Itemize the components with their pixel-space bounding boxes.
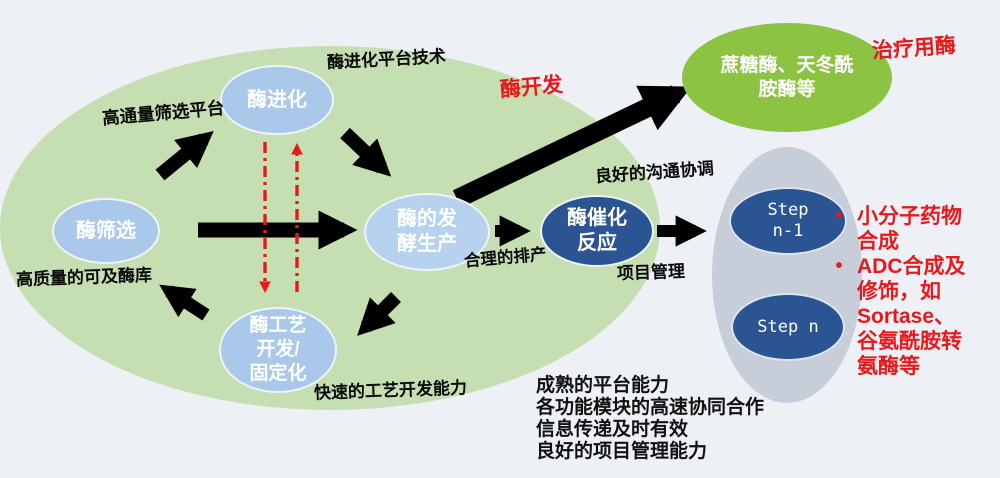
node-label: 酶筛选 xyxy=(76,219,136,242)
node-step-n-minus-1: Step n-1 xyxy=(729,187,847,255)
node-label: 酶催化 反应 xyxy=(567,207,627,254)
node-enzyme-screening: 酶筛选 xyxy=(52,198,160,264)
arrow-fermentation-to-process xyxy=(357,292,401,336)
node-enzyme-fermentation: 酶的发 酵生产 xyxy=(364,193,490,271)
node-enzyme-evolution: 酶进化 xyxy=(220,65,334,135)
node-process-development: 酶工艺 开发/ 固定化 xyxy=(219,307,337,393)
node-label: 酶进化 xyxy=(247,88,307,111)
node-step-n: Step n xyxy=(731,293,845,361)
node-enzyme-catalysis: 酶催化 反应 xyxy=(540,195,654,267)
bullet-icon: • xyxy=(835,205,843,227)
list-item: • ADC合成及 修饰，如 Sortase、 谷氨酰胺转 氨酶等 xyxy=(830,254,990,379)
list-item: • 小分子药物 合成 xyxy=(830,204,990,254)
arrow-fermentation-to-therapeutic xyxy=(452,85,692,208)
node-label: 蔗糖酶、天冬酰 胺酶等 xyxy=(720,54,854,100)
application-text: 小分子药物 合成 xyxy=(857,205,962,253)
applications-list: • 小分子药物 合成 • ADC合成及 修饰，如 Sortase、 谷氨酰胺转 … xyxy=(830,204,990,379)
label-enzyme-development: 酶开发 xyxy=(499,73,564,102)
arrow-screening-to-evolution xyxy=(155,131,214,181)
node-label: Step n xyxy=(757,316,819,337)
node-therapeutic-examples: 蔗糖酶、天冬酰 胺酶等 xyxy=(682,23,892,132)
node-label: Step n-1 xyxy=(767,200,809,241)
label-project-management: 项目管理 xyxy=(616,261,686,284)
arrow-process-to-library xyxy=(159,284,210,321)
arrow-evolution-to-fermentation xyxy=(340,127,392,177)
node-label: 酶的发 酵生产 xyxy=(397,208,457,255)
bullet-icon: • xyxy=(835,255,843,277)
node-label: 酶工艺 开发/ 固定化 xyxy=(249,315,307,384)
application-text: ADC合成及 修饰，如 Sortase、 谷氨酰胺转 氨酶等 xyxy=(857,255,966,378)
capabilities-text: 成熟的平台能力 各功能模块的高速协同合作 信息传递及时有效 良好的项目管理能力 xyxy=(536,375,765,462)
